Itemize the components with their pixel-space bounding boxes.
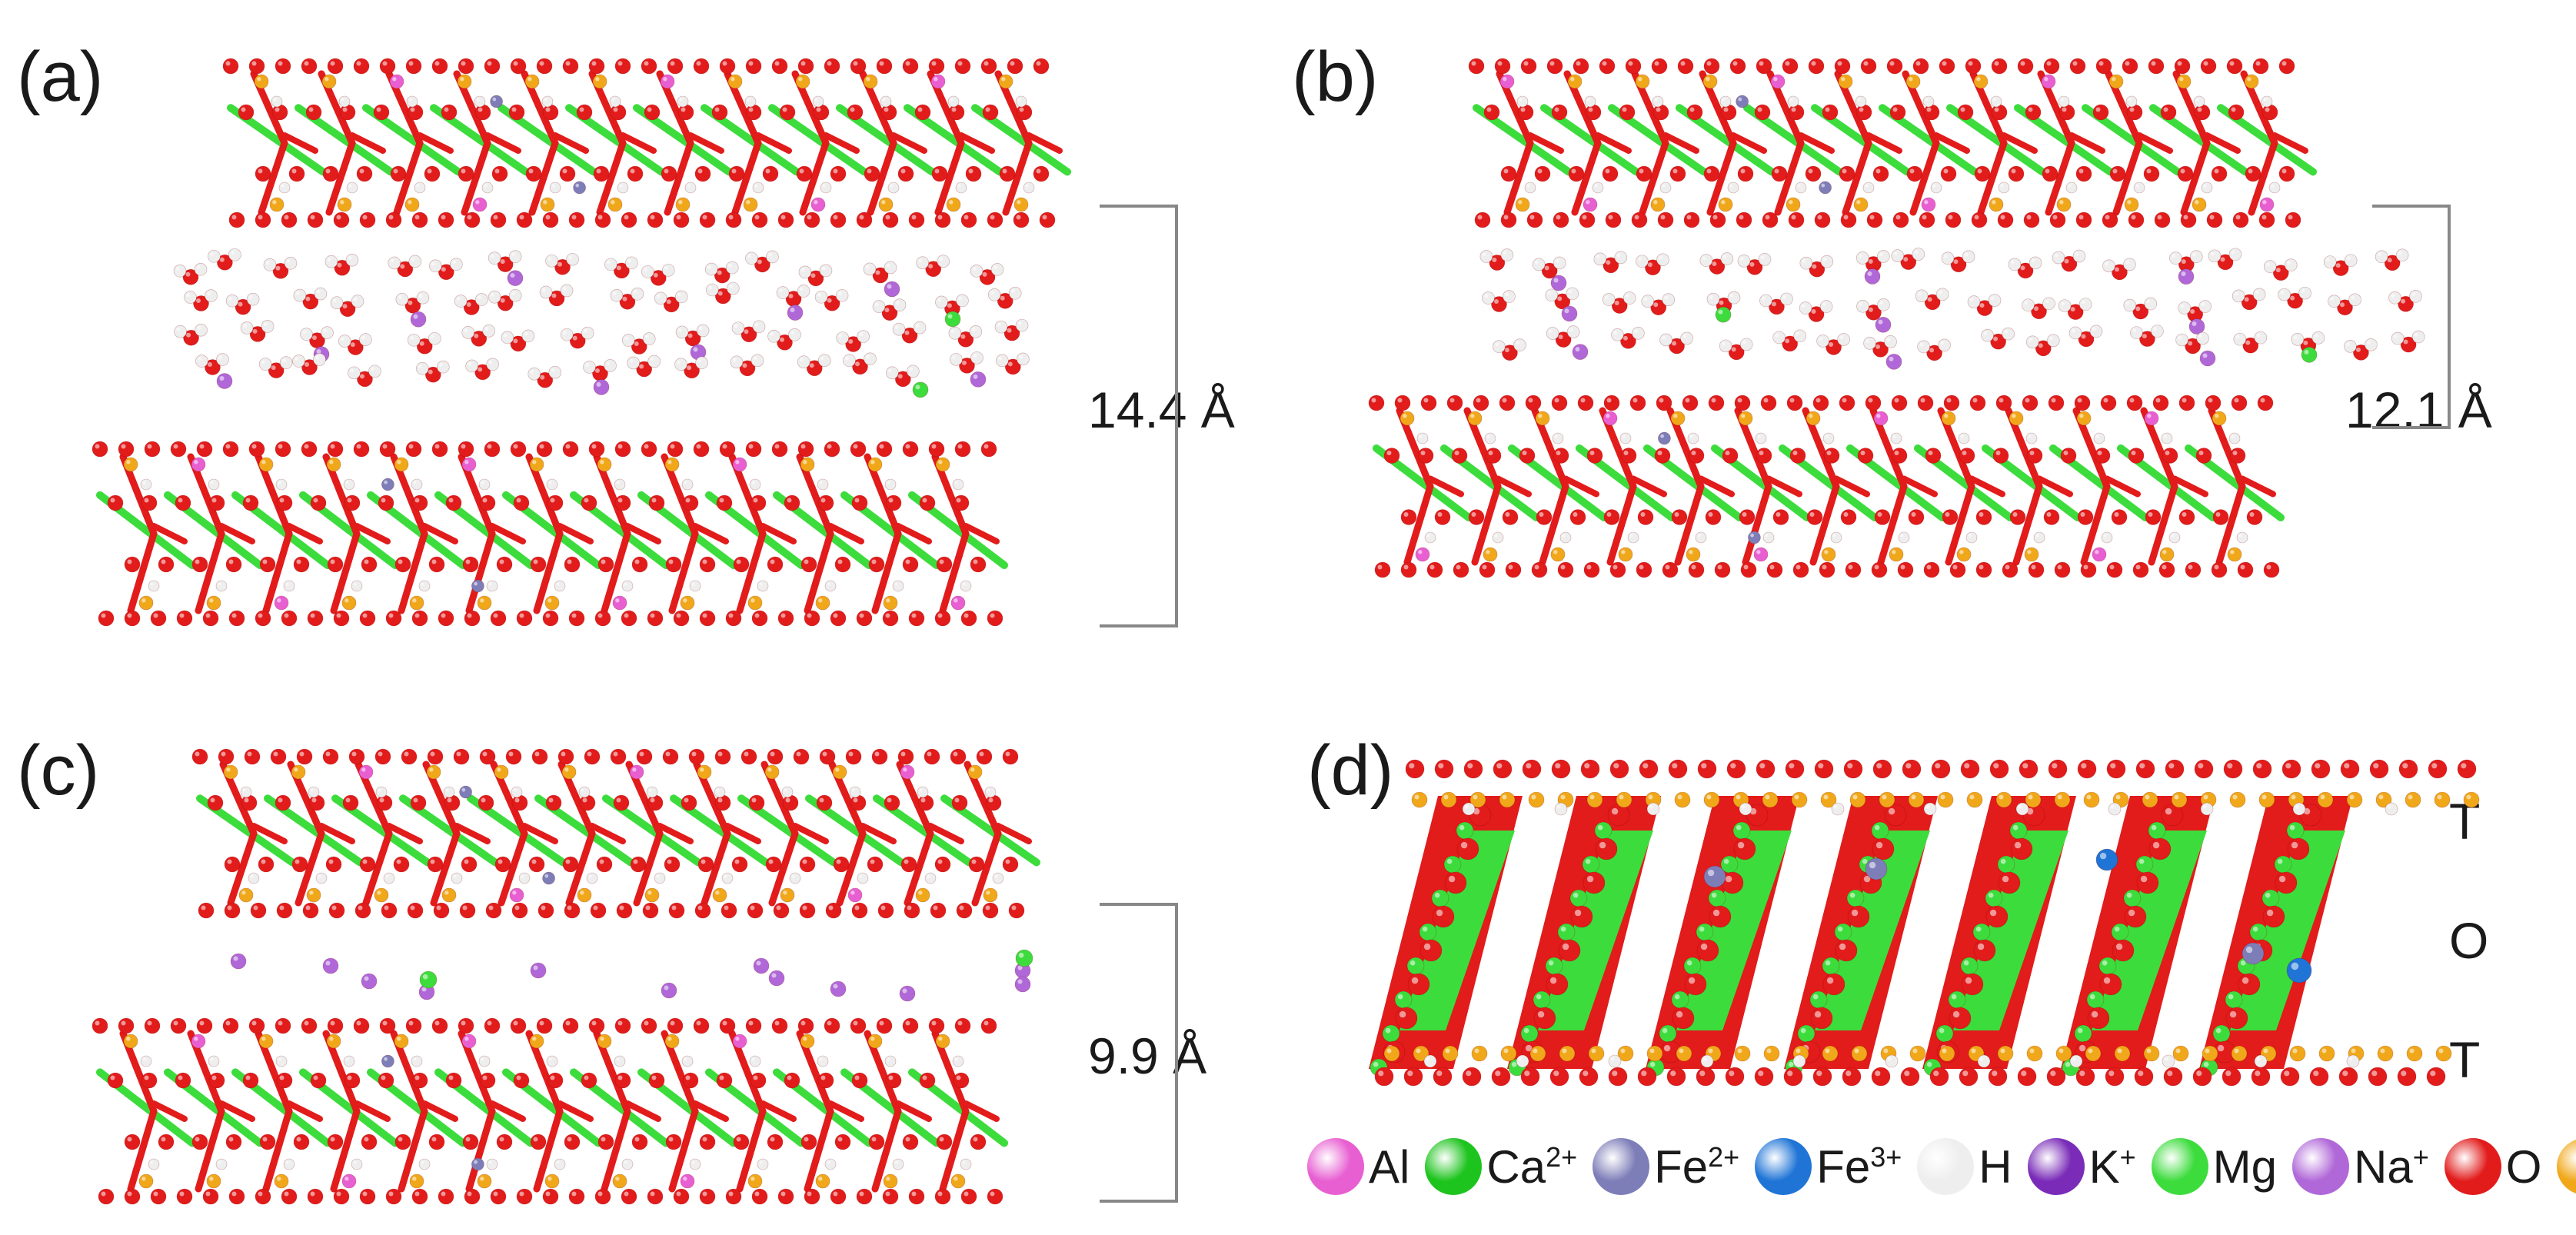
clay-sheet bbox=[1368, 394, 2285, 578]
octahedral-column bbox=[1369, 796, 1523, 1077]
legend-item-na-plus: Na+ bbox=[2292, 1138, 2429, 1195]
octahedral-column bbox=[2061, 796, 2215, 1077]
clay-sheet bbox=[191, 748, 1040, 919]
legend-item-ca-2plus: Ca2+ bbox=[1425, 1138, 1577, 1195]
legend-swatch bbox=[2444, 1138, 2501, 1195]
legend-label: H bbox=[1979, 1140, 2012, 1193]
panel-d-structure bbox=[1369, 759, 2480, 1087]
panel-a-spacing-label: 14.4 Å bbox=[1088, 381, 1235, 438]
octahedral-column bbox=[2199, 796, 2353, 1077]
legend-item-fe-2plus: Fe2+ bbox=[1593, 1138, 1739, 1195]
legend-label: Fe2+ bbox=[1654, 1140, 1740, 1193]
legend-swatch bbox=[1307, 1138, 1364, 1195]
legend-item-h: H bbox=[1917, 1138, 2012, 1195]
octahedral-column bbox=[1507, 796, 1661, 1077]
octahedral-column bbox=[1646, 796, 1799, 1077]
panel-c-label: (c) bbox=[17, 731, 100, 810]
clay-sheet bbox=[222, 58, 1071, 228]
legend-swatch bbox=[1917, 1138, 1975, 1195]
legend-swatch bbox=[1593, 1138, 1650, 1195]
panel-c-spacing-label: 9.9 Å bbox=[1088, 1027, 1207, 1084]
octahedral-column bbox=[1922, 796, 2076, 1077]
clay-sheets bbox=[92, 58, 2317, 1205]
legend-label: Fe3+ bbox=[1816, 1140, 1902, 1193]
panel-b-label: (b) bbox=[1292, 38, 1379, 116]
tetrahedral-layer-bottom-label: T bbox=[2449, 1031, 2481, 1088]
element-legend: Al Ca2+ Fe2+ Fe3+ H K+ Mg Na+ O Si bbox=[1307, 1132, 2576, 1201]
legend-swatch bbox=[1425, 1138, 1483, 1195]
clay-sheet bbox=[92, 441, 1008, 627]
legend-item-o: O bbox=[2444, 1138, 2542, 1195]
legend-swatch bbox=[2151, 1138, 2208, 1195]
legend-swatch bbox=[2557, 1138, 2576, 1195]
octahedral-layer-label: O bbox=[2449, 912, 2489, 969]
panel-a-label: (a) bbox=[17, 38, 104, 116]
legend-charge: 2+ bbox=[1546, 1140, 1578, 1173]
panel-d-label: (d) bbox=[1307, 731, 1394, 810]
legend-item-fe-3plus: Fe3+ bbox=[1755, 1138, 1902, 1195]
legend-label: Ca2+ bbox=[1486, 1140, 1578, 1193]
octahedral-column bbox=[1784, 796, 1938, 1077]
legend-charge: + bbox=[2412, 1140, 2429, 1173]
legend-label: K+ bbox=[2088, 1140, 2136, 1193]
legend-swatch bbox=[2027, 1138, 2085, 1195]
legend-item-si: Si bbox=[2557, 1138, 2576, 1195]
legend-swatch bbox=[1755, 1138, 1812, 1195]
legend-label: Mg bbox=[2212, 1140, 2278, 1193]
legend-charge: 3+ bbox=[1870, 1140, 1902, 1173]
spacing-brackets bbox=[1100, 205, 2451, 1203]
clay-sheet bbox=[92, 1017, 1008, 1205]
legend-item-al: Al bbox=[1307, 1138, 1409, 1195]
clay-sheet bbox=[1468, 58, 2317, 228]
legend-item-k-plus: K+ bbox=[2027, 1138, 2136, 1195]
legend-charge: + bbox=[2119, 1140, 2136, 1173]
legend-label: O bbox=[2505, 1140, 2542, 1193]
legend-label: Na+ bbox=[2354, 1140, 2429, 1193]
legend-label: Al bbox=[1369, 1140, 1410, 1193]
legend-swatch bbox=[2292, 1138, 2350, 1195]
interlayer-species bbox=[173, 248, 2425, 1002]
legend-charge: 2+ bbox=[1708, 1140, 1740, 1173]
legend-item-mg: Mg bbox=[2151, 1138, 2278, 1195]
